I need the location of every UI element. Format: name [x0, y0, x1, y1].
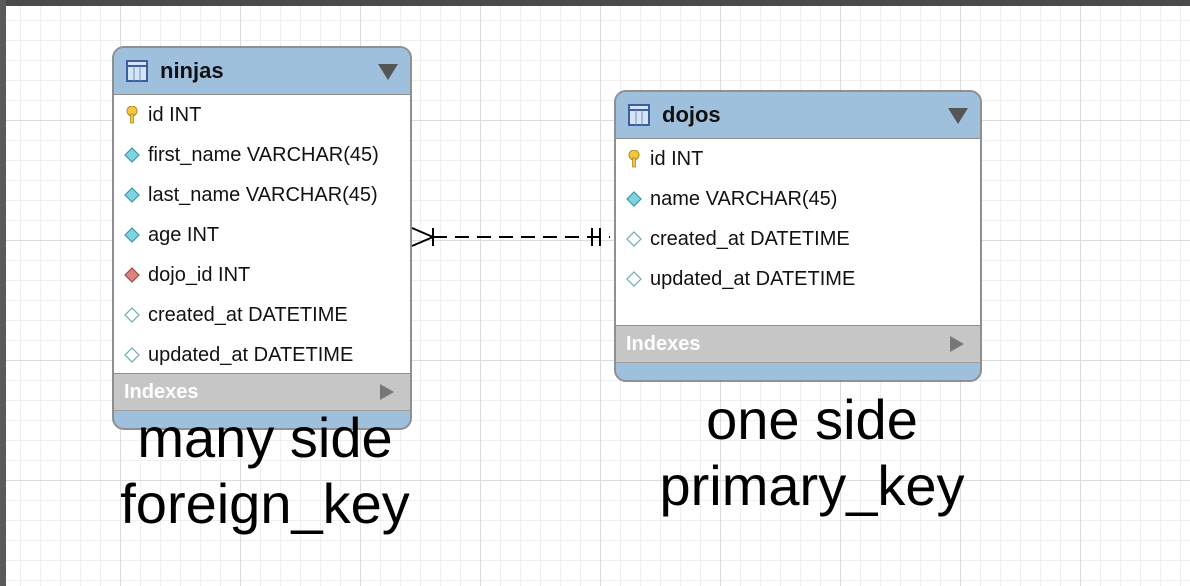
column-label: created_at DATETIME: [148, 303, 348, 326]
triangle-right-icon[interactable]: [950, 336, 964, 352]
column-label: age INT: [148, 223, 220, 246]
window-left-border: [0, 0, 6, 586]
triangle-down-icon[interactable]: [948, 108, 968, 124]
diamond-icon: [124, 187, 140, 203]
diamond-icon: [124, 227, 140, 243]
empty-diamond-icon: [626, 271, 642, 287]
indexes-label: Indexes: [124, 380, 199, 403]
column-label: created_at DATETIME: [650, 227, 850, 250]
column-row[interactable]: id INT: [616, 139, 980, 179]
column-row[interactable]: updated_at DATETIME: [114, 335, 410, 375]
caption-line: one side: [706, 388, 918, 451]
triangle-down-icon[interactable]: [378, 64, 398, 80]
indexes-label: Indexes: [626, 332, 701, 355]
diamond-icon: [626, 191, 642, 207]
column-label: updated_at DATETIME: [650, 267, 856, 290]
column-row[interactable]: created_at DATETIME: [114, 295, 410, 335]
table-dojos[interactable]: dojos id INT name VARCHAR(45) created_at D…: [614, 90, 982, 382]
empty-diamond-icon: [124, 307, 140, 323]
caption-line: many side: [137, 406, 393, 469]
column-row[interactable]: last_name VARCHAR(45): [114, 175, 410, 215]
empty-diamond-icon: [626, 231, 642, 247]
column-label: id INT: [148, 103, 202, 126]
caption-many-side: many side foreign_key: [100, 410, 430, 532]
column-label: updated_at DATETIME: [148, 343, 354, 366]
table-header[interactable]: ninjas: [114, 48, 410, 94]
table-icon: [126, 60, 148, 82]
table-header[interactable]: dojos: [616, 92, 980, 138]
column-list: id INT first_name VARCHAR(45) last_name VA…: [114, 94, 410, 374]
key-icon: [124, 106, 140, 124]
column-label: first_name VARCHAR(45): [148, 143, 379, 166]
column-row[interactable]: dojo_id INT: [114, 255, 410, 295]
column-label: last_name VARCHAR(45): [148, 183, 378, 206]
column-label: dojo_id INT: [148, 263, 251, 286]
table-ninjas[interactable]: ninjas id INT first_name VARCHAR(45) last_…: [112, 46, 412, 430]
foreign-key-diamond-icon: [124, 267, 140, 283]
column-row[interactable]: created_at DATETIME: [616, 219, 980, 259]
caption-line: foreign_key: [120, 472, 410, 535]
caption-line: primary_key: [659, 454, 965, 517]
window-top-border: [0, 0, 1190, 6]
column-list: id INT name VARCHAR(45) created_at DATETIM…: [616, 138, 980, 326]
diamond-icon: [124, 147, 140, 163]
table-name: dojos: [662, 102, 721, 127]
indexes-section[interactable]: Indexes: [616, 326, 980, 363]
column-label: name VARCHAR(45): [650, 187, 838, 210]
column-row[interactable]: age INT: [114, 215, 410, 255]
key-icon: [626, 150, 642, 168]
table-name: ninjas: [160, 58, 224, 83]
triangle-right-icon[interactable]: [380, 384, 394, 400]
column-label: id INT: [650, 147, 704, 170]
table-icon: [628, 104, 650, 126]
caption-one-side: one side primary_key: [632, 392, 992, 514]
column-row[interactable]: updated_at DATETIME: [616, 259, 980, 299]
empty-diamond-icon: [124, 347, 140, 363]
column-row[interactable]: id INT: [114, 95, 410, 135]
indexes-section[interactable]: Indexes: [114, 374, 410, 411]
column-row[interactable]: first_name VARCHAR(45): [114, 135, 410, 175]
column-row[interactable]: name VARCHAR(45): [616, 179, 980, 219]
